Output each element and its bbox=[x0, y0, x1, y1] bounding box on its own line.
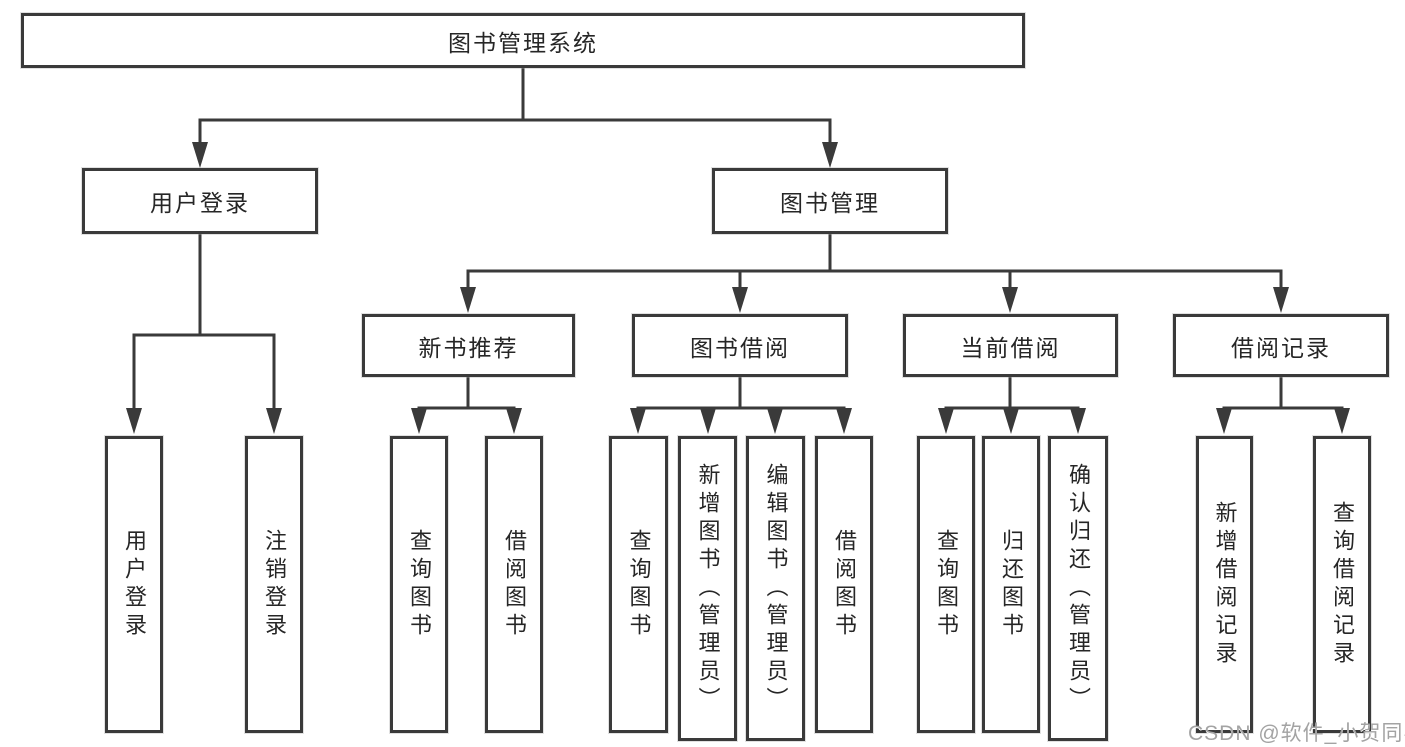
leaf-label: 注销登录 bbox=[262, 528, 287, 641]
node-current-borrowing: 当前借阅 bbox=[903, 314, 1118, 377]
leaf-edit-book-admin: 编辑图书（管理员） bbox=[746, 436, 805, 741]
leaf-logout: 注销登录 bbox=[245, 436, 303, 733]
leaf-label: 查询借阅记录 bbox=[1330, 500, 1355, 669]
leaf-query-book-current: 查询图书 bbox=[917, 436, 975, 733]
leaf-label: 编辑图书（管理员） bbox=[763, 462, 789, 715]
leaf-borrow-book: 借阅图书 bbox=[815, 436, 873, 733]
leaf-add-book-admin: 新增图书（管理员） bbox=[678, 436, 737, 741]
leaf-label: 查询图书 bbox=[934, 528, 959, 641]
leaf-label: 新增图书（管理员） bbox=[695, 462, 721, 715]
leaf-label: 归还图书 bbox=[999, 528, 1024, 641]
node-book-borrowing: 图书借阅 bbox=[632, 314, 848, 377]
leaf-label: 用户登录 bbox=[122, 528, 147, 641]
leaf-label: 借阅图书 bbox=[832, 528, 857, 641]
leaf-return-book: 归还图书 bbox=[982, 436, 1040, 733]
leaf-label: 查询图书 bbox=[626, 528, 652, 641]
leaf-label: 借阅图书 bbox=[502, 528, 527, 641]
arrowheads bbox=[126, 142, 1350, 434]
node-book-management: 图书管理 bbox=[712, 168, 948, 234]
leaf-query-borrow-record: 查询借阅记录 bbox=[1313, 436, 1371, 733]
leaf-confirm-return-admin: 确认归还（管理员） bbox=[1048, 436, 1108, 741]
leaf-user-login: 用户登录 bbox=[105, 436, 163, 733]
csdn-watermark: CSDN @软件_小贺同学 bbox=[1188, 722, 1405, 745]
leaf-label: 确认归还（管理员） bbox=[1066, 462, 1091, 715]
leaf-add-borrow-record: 新增借阅记录 bbox=[1196, 436, 1253, 733]
node-user-login: 用户登录 bbox=[82, 168, 318, 234]
leaf-label: 查询图书 bbox=[407, 528, 432, 641]
leaf-borrow-book-recommend: 借阅图书 bbox=[485, 436, 543, 733]
leaf-query-book-borrow: 查询图书 bbox=[609, 436, 668, 733]
leaf-query-book-recommend: 查询图书 bbox=[390, 436, 448, 733]
leaf-label: 新增借阅记录 bbox=[1212, 500, 1238, 669]
node-borrowing-records: 借阅记录 bbox=[1173, 314, 1389, 377]
node-new-book-recommend: 新书推荐 bbox=[362, 314, 575, 377]
node-library-management-system: 图书管理系统 bbox=[21, 13, 1025, 68]
